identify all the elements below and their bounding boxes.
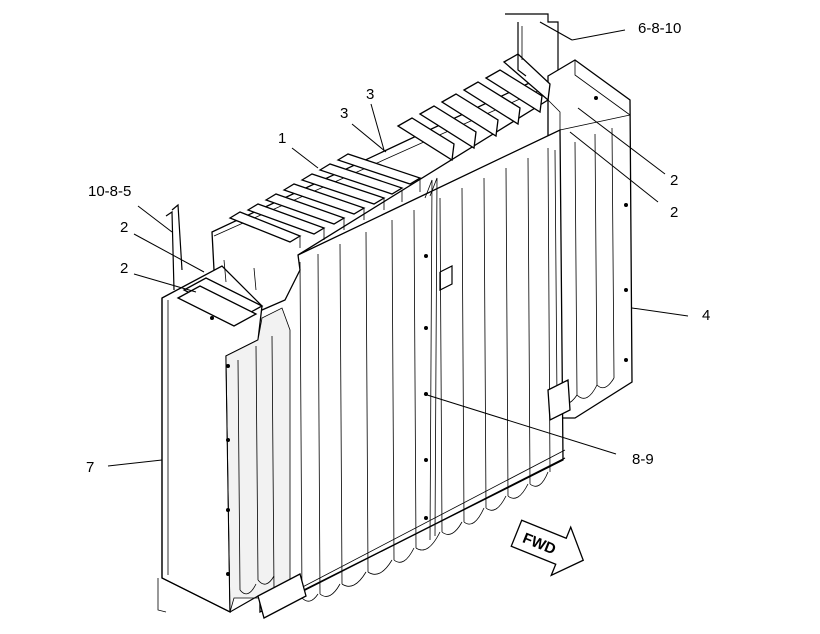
callout-2-ll: 2: [120, 260, 128, 277]
left-pipe: [165, 203, 183, 291]
leader-3b: [351, 123, 387, 153]
leader-lines: [107, 29, 689, 467]
leader-1: [291, 147, 319, 169]
left-brackets: [176, 259, 264, 327]
leader-4: [631, 307, 689, 317]
top-fins-right: [396, 53, 551, 162]
top-fins-left: [228, 153, 422, 248]
callout-labels: 6-8-10 3 3 1 10-8-5 2 2 2 2 4 7 8-9: [86, 20, 710, 476]
leader-2-ul: [133, 233, 205, 273]
callout-10-8-5: 10-8-5: [88, 183, 131, 200]
callout-2-ul: 2: [120, 219, 128, 236]
callout-1: 1: [278, 130, 286, 147]
core-hanger: [439, 265, 453, 291]
callout-2-r1: 2: [670, 172, 678, 189]
left-shroud: [157, 298, 259, 613]
callout-3a: 3: [366, 86, 374, 103]
leader-7: [107, 459, 163, 467]
callout-6-8-10: 6-8-10: [638, 20, 681, 37]
bolts: [210, 96, 628, 576]
fill-pipe: [505, 13, 573, 77]
fwd-arrow: FWD: [510, 519, 585, 577]
leader-2-r1: [577, 107, 666, 175]
leader-8-9: [423, 393, 617, 455]
radiator-core: [257, 128, 566, 614]
callout-7: 7: [86, 459, 94, 476]
callout-3b: 3: [340, 105, 348, 122]
bottom-bracket: [257, 378, 571, 619]
callout-4: 4: [702, 307, 710, 324]
callout-8-9: 8-9: [632, 451, 654, 468]
leader-10-8-5: [137, 205, 173, 233]
leader-2-r2: [569, 131, 659, 203]
callout-2-r2: 2: [670, 204, 678, 221]
leader-3a: [370, 103, 385, 151]
leader-6-8-10: [571, 29, 626, 41]
leader-2-ll: [133, 273, 197, 293]
